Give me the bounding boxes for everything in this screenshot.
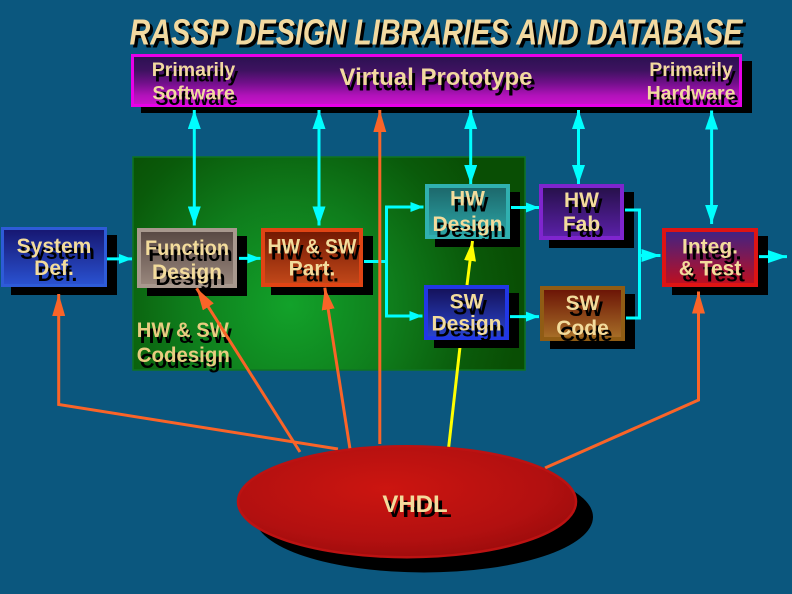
svg-text:HW: HW <box>564 189 599 212</box>
svg-text:Design: Design <box>431 313 501 336</box>
svg-text:Codesign: Codesign <box>137 344 230 367</box>
svg-text:SW: SW <box>566 292 600 315</box>
svg-text:Primarily: Primarily <box>152 59 236 81</box>
svg-text:Design: Design <box>436 219 506 242</box>
svg-text:Hardware: Hardware <box>650 88 739 110</box>
svg-text:SW: SW <box>453 297 487 320</box>
svg-text:VHDL: VHDL <box>386 496 451 523</box>
svg-text:Function: Function <box>149 243 233 266</box>
svg-text:Hardware: Hardware <box>647 83 736 105</box>
svg-text:HW & SW: HW & SW <box>140 325 232 348</box>
svg-text:HW: HW <box>568 195 603 218</box>
svg-text:Virtual Prototype: Virtual Prototype <box>343 70 536 97</box>
svg-text:Design: Design <box>155 267 225 290</box>
svg-text:Integ.: Integ. <box>682 236 738 259</box>
svg-text:Design: Design <box>152 261 222 284</box>
svg-text:Def.: Def. <box>34 257 74 280</box>
svg-text:SW: SW <box>450 291 484 314</box>
svg-text:Design: Design <box>435 319 505 342</box>
svg-text:SW: SW <box>569 298 603 321</box>
svg-text:Software: Software <box>152 83 235 105</box>
svg-text:Fab: Fab <box>566 219 603 242</box>
svg-text:VHDL: VHDL <box>382 491 447 518</box>
svg-text:System: System <box>17 235 92 258</box>
svg-text:RASSP DESIGN LIBRARIES AND DAT: RASSP DESIGN LIBRARIES AND DATABASE <box>130 12 744 53</box>
svg-text:System: System <box>20 241 95 264</box>
svg-text:Primarily: Primarily <box>649 59 733 81</box>
svg-text:Part.: Part. <box>292 264 339 287</box>
svg-text:HW & SW: HW & SW <box>271 242 360 265</box>
svg-text:Code: Code <box>560 323 613 346</box>
svg-text:Primarily: Primarily <box>652 65 736 87</box>
svg-text:HW & SW: HW & SW <box>268 236 357 259</box>
svg-text:& Test: & Test <box>682 264 745 287</box>
svg-text:HW: HW <box>450 188 485 211</box>
svg-text:Integ.: Integ. <box>686 242 742 265</box>
svg-text:Code: Code <box>556 317 609 340</box>
svg-text:HW: HW <box>454 194 489 217</box>
svg-text:Software: Software <box>155 88 238 110</box>
svg-text:Virtual Prototype: Virtual Prototype <box>340 64 533 91</box>
svg-text:Def.: Def. <box>38 263 78 286</box>
svg-text:Fab: Fab <box>563 213 600 236</box>
svg-text:Design: Design <box>432 213 502 236</box>
svg-text:Primarily: Primarily <box>155 65 239 87</box>
svg-text:Function: Function <box>145 237 229 260</box>
svg-text:RASSP DESIGN LIBRARIES AND DAT: RASSP DESIGN LIBRARIES AND DATABASE <box>133 15 747 56</box>
svg-text:Codesign: Codesign <box>140 350 233 373</box>
svg-text:& Test: & Test <box>679 258 742 281</box>
svg-text:HW & SW: HW & SW <box>137 319 229 342</box>
svg-text:Part.: Part. <box>289 258 336 281</box>
